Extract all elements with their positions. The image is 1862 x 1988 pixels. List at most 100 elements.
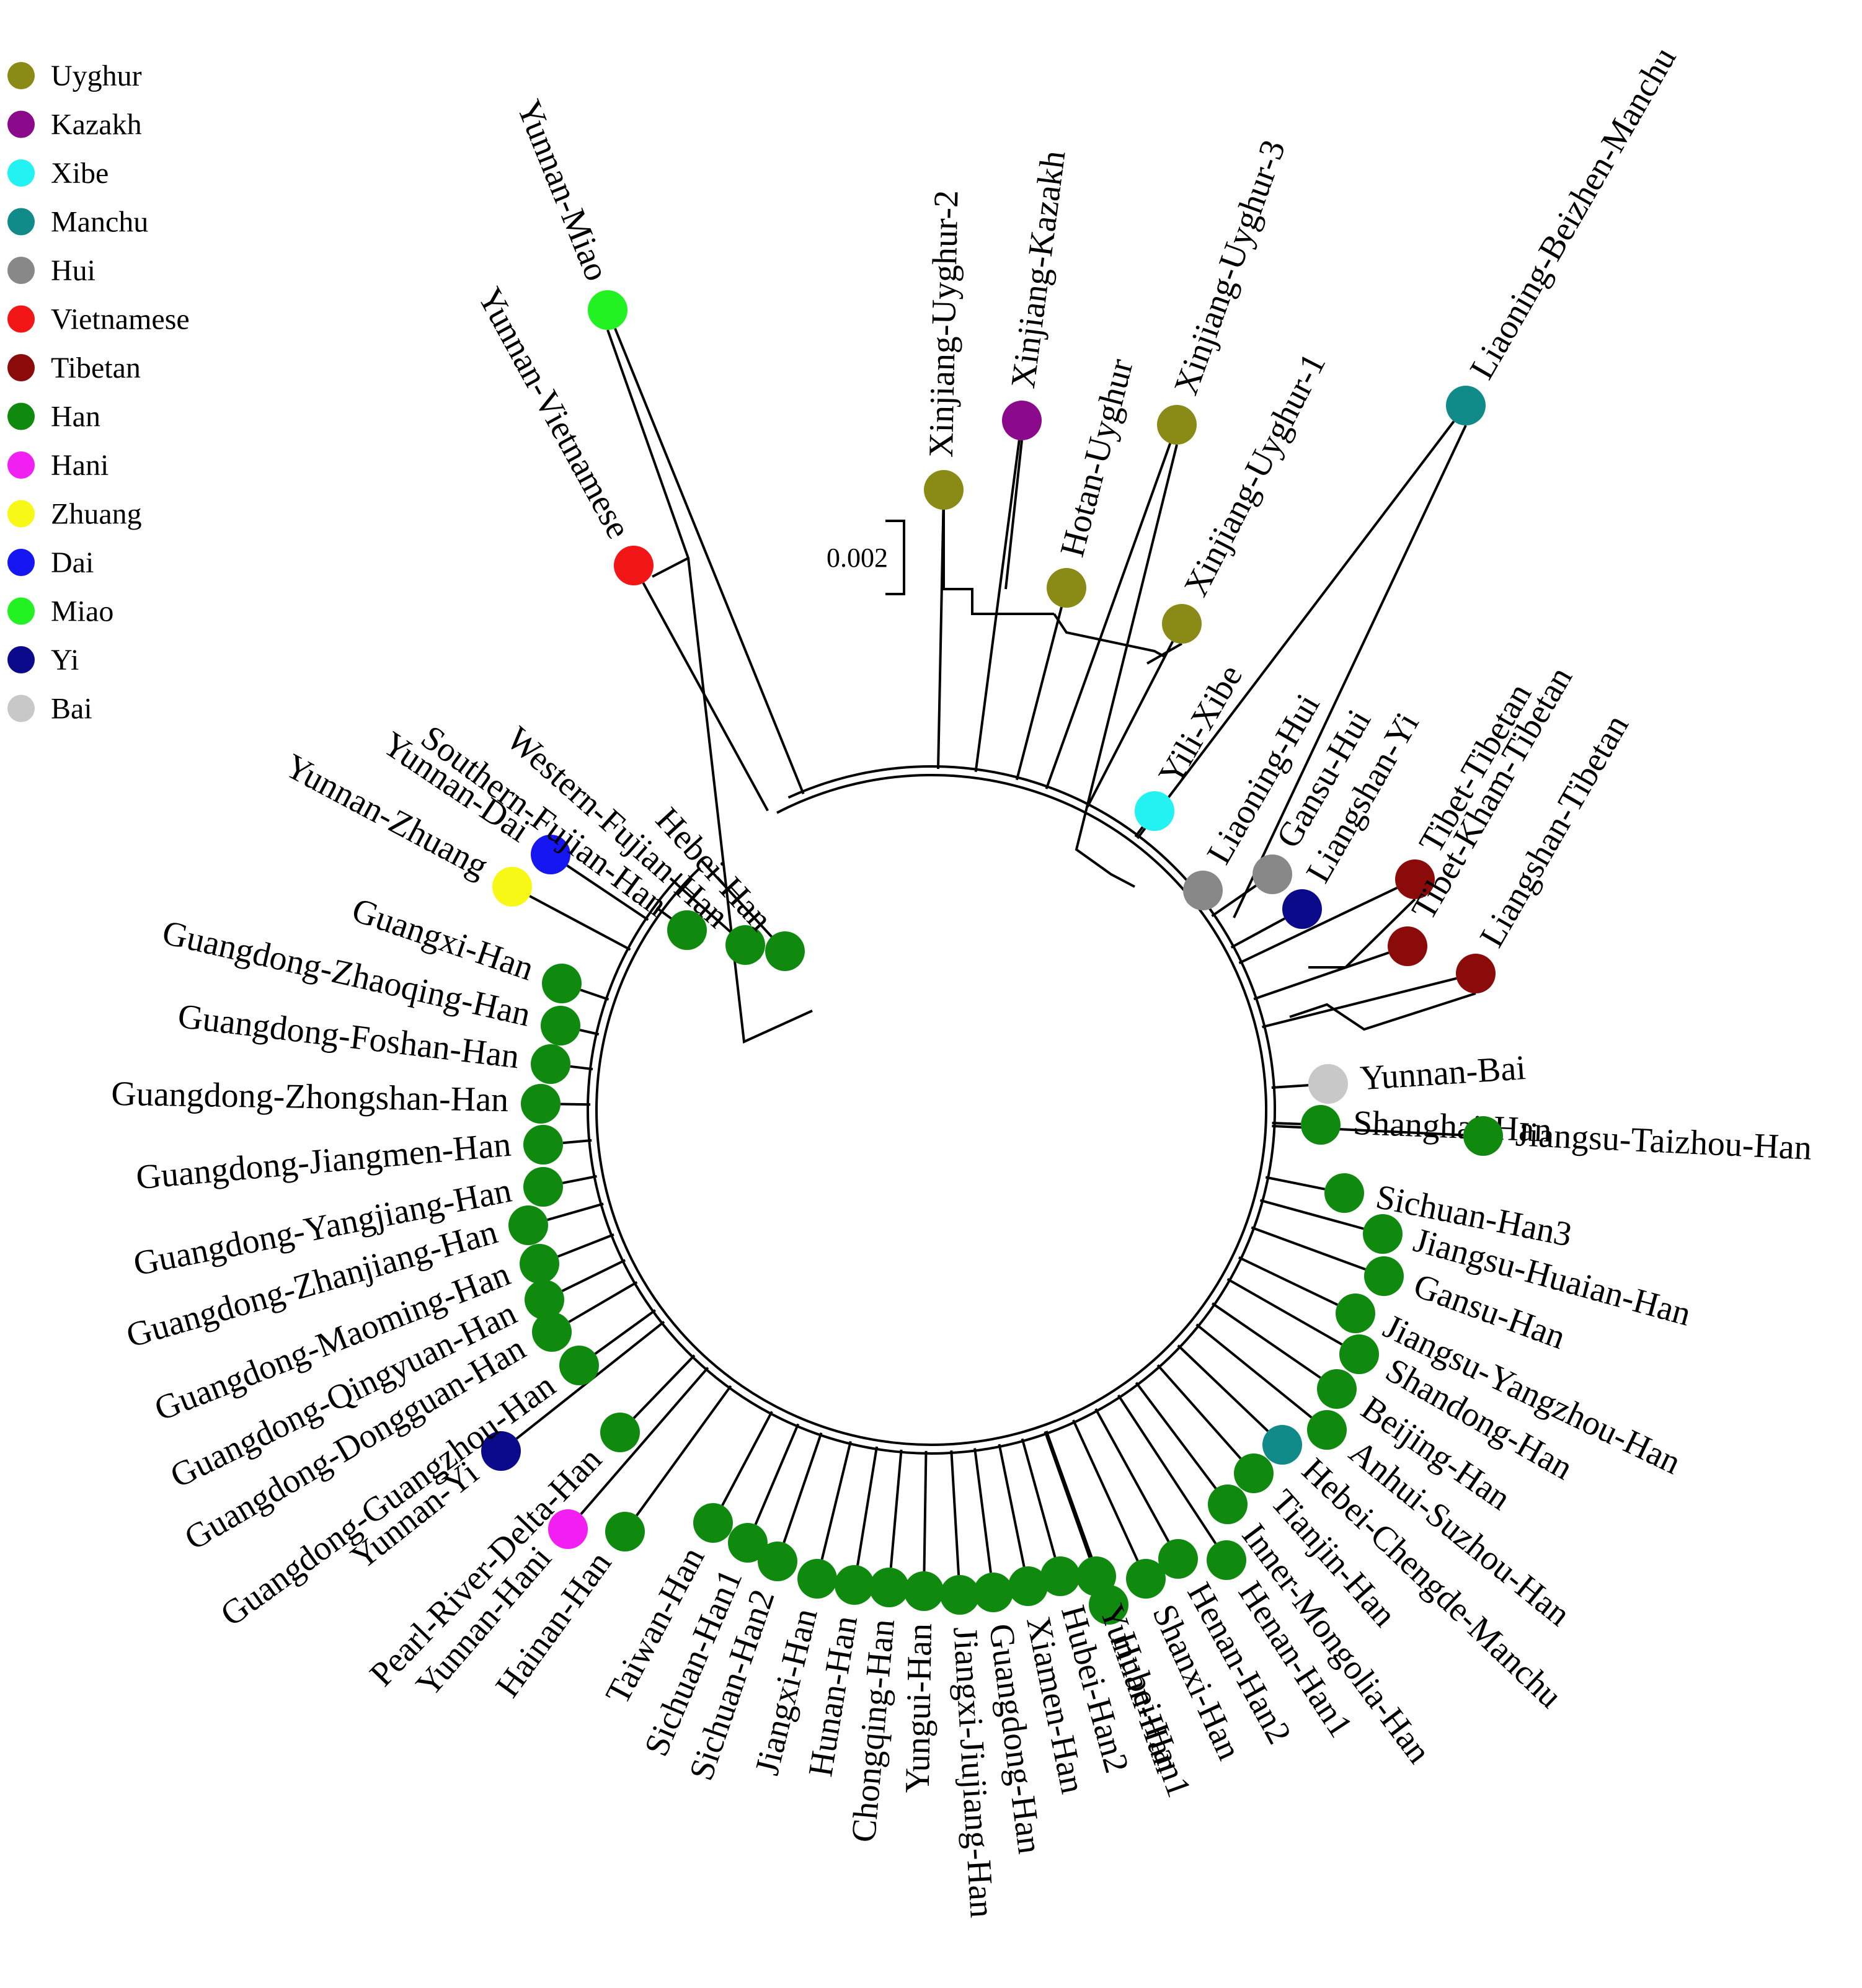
tip-marker-xinjiang-kazakh — [1002, 401, 1042, 440]
tip-marker-yunnan-zhuang — [492, 867, 532, 907]
tip-marker-yunnan-bai — [1308, 1064, 1348, 1104]
branch-guangdong-foshan-han — [570, 1065, 593, 1071]
branch-liaoning-beizhen-manchu — [1136, 420, 1455, 840]
tip-label-xinjiang-uyghur-2: Xinjiang-Uyghur-2 — [922, 190, 966, 458]
legend-swatch-tibetan — [7, 354, 35, 381]
legend-label-zhuang: Zhuang — [51, 498, 142, 531]
tip-marker-shanxi-han — [1126, 1559, 1166, 1599]
branch-hubei-han2 — [1021, 1438, 1057, 1558]
branch-yili-xibe — [1134, 826, 1144, 838]
clade-hotan-join — [1053, 613, 1166, 659]
legend-swatch-kazakh — [7, 110, 35, 138]
tip-marker-liangshan-yi — [1282, 889, 1322, 929]
tip-label-shanghai-han: Shanghai-Han — [1352, 1104, 1552, 1150]
tip-marker-guangdong-yangjiang-han — [523, 1167, 563, 1207]
tip-marker-yunnan-yi — [481, 1431, 521, 1471]
tip-marker-liaoning-beizhen-manchu — [1446, 386, 1486, 425]
branch-jiangsu-yangzhou-han — [1238, 1256, 1338, 1307]
legend-label-bai: Bai — [51, 693, 92, 726]
branch-shanxi-han — [1072, 1419, 1139, 1561]
branch-guangdong-jiangmen-han — [562, 1139, 592, 1145]
tip-marker-taiwan-han — [693, 1503, 733, 1543]
tip-marker-guangdong-qingyuan-han — [525, 1280, 564, 1320]
branch-gansu-han — [1251, 1226, 1366, 1271]
branch-gansu-hui — [1211, 884, 1257, 918]
legend-label-xibe: Xibe — [51, 157, 109, 190]
branch-yunnan-han — [1044, 1431, 1091, 1558]
scale-bar: 0.002 — [827, 520, 905, 595]
tip-marker-chongqing-han — [869, 1568, 909, 1607]
branch-yunnan-bai — [1271, 1084, 1309, 1089]
branch-xiamen-han — [998, 1444, 1026, 1567]
branch-hotan-uyghur — [1015, 606, 1063, 781]
branch-hainan-han — [636, 1385, 732, 1517]
tip-marker-anhui-suzhou-han — [1307, 1410, 1347, 1450]
tip-marker-yunnan-vietnamese — [614, 546, 654, 585]
legend-swatch-xibe — [7, 159, 35, 187]
tip-marker-yili-xibe — [1135, 791, 1174, 831]
branch-taiwan-han — [721, 1411, 773, 1506]
tip-marker-yunnan-dai — [531, 835, 570, 874]
tip-marker-jiangsu-huaian-han — [1363, 1214, 1403, 1254]
tip-marker-guangdong-maoming-han — [520, 1244, 559, 1284]
tree-branches — [515, 327, 1476, 1587]
legend-swatch-han — [7, 402, 35, 430]
branch-guangdong-han — [973, 1448, 992, 1573]
tip-marker-xiamen-han — [1008, 1566, 1048, 1606]
branch-xinjiang-uyghur-1 — [1086, 641, 1174, 808]
legend-swatch-dai — [7, 549, 35, 576]
legend-label-hui: Hui — [51, 254, 95, 287]
clade-kazakh-join — [1004, 440, 1023, 590]
legend-swatch-vietnamese — [7, 305, 35, 333]
tip-marker-yunnan-han — [1076, 1556, 1116, 1596]
tip-marker-jiangsu-taizhou-han — [1463, 1116, 1503, 1156]
legend-swatch-hui — [7, 257, 35, 284]
tip-marker-pearl-river-delta-han — [600, 1413, 640, 1452]
tip-marker-guangdong-dongguan-han — [532, 1312, 572, 1352]
branch-guangdong-dongguan-han — [568, 1280, 638, 1323]
tip-label-yungui-han: Yungui-Han — [898, 1623, 939, 1793]
tip-marker-jiangxi-jiujiang-han — [940, 1575, 980, 1615]
branch-tibet-tibetan — [1238, 886, 1398, 965]
tip-marker-tianjin-han — [1234, 1453, 1274, 1493]
tip-marker-hebei-chengde-manchu — [1262, 1425, 1302, 1465]
legend-label-hani: Hani — [51, 449, 109, 482]
clade-tibetan — [1289, 992, 1476, 1031]
branch-yunnan-dai — [566, 864, 649, 921]
tip-marker-hotan-uyghur — [1047, 568, 1086, 608]
tip-marker-gansu-hui — [1252, 854, 1292, 894]
branch-jiangxi-jiujiang-han — [950, 1450, 960, 1576]
legend-label-dai: Dai — [51, 546, 94, 579]
scale-bar-line — [885, 520, 905, 595]
tip-label-guangdong-zhongshan-han: Guangdong-Zhongshan-Han — [111, 1075, 509, 1119]
branch-hebei-chengde-manchu — [1177, 1344, 1269, 1432]
clade-uyghur1-join — [1146, 642, 1182, 665]
clade-miao-stem — [687, 557, 813, 1044]
tip-marker-xinjiang-uyghur-2 — [924, 470, 964, 510]
tip-marker-tibet-kham-tibetan — [1388, 926, 1427, 966]
legend-swatch-hani — [7, 451, 35, 479]
backbone-arc-inner — [587, 765, 1276, 1455]
clade-uyghur-kazakh — [942, 510, 1054, 615]
branch-sichuan-han3 — [1265, 1176, 1325, 1191]
branch-anhui-suzhou-han — [1195, 1323, 1313, 1419]
branch-tibet-kham-tibetan — [1253, 951, 1390, 1001]
tip-marker-hainan-han — [605, 1512, 645, 1551]
branch-guangdong-zhongshan-han — [560, 1103, 591, 1106]
scale-bar-label: 0.002 — [827, 543, 888, 573]
tip-marker-xinjiang-uyghur-3 — [1157, 405, 1197, 445]
legend-swatch-yi — [7, 646, 35, 673]
tip-marker-guangdong-jiangmen-han — [523, 1125, 563, 1165]
tip-marker-sichuan-han2 — [758, 1542, 797, 1581]
legend-label-kazakh: Kazakh — [51, 109, 142, 141]
tip-marker-yunnan-hani — [548, 1509, 588, 1549]
tip-marker-tibet-tibetan — [1395, 859, 1435, 899]
branch-yunnan-miao — [614, 327, 805, 794]
tip-marker-xinjiang-uyghur-1 — [1162, 604, 1202, 644]
tip-marker-yungui-han — [904, 1571, 944, 1611]
branch-guangdong-yangjiang-han — [562, 1174, 597, 1184]
legend-swatch-miao — [7, 597, 35, 625]
legend-label-uyghur: Uyghur — [51, 60, 142, 92]
